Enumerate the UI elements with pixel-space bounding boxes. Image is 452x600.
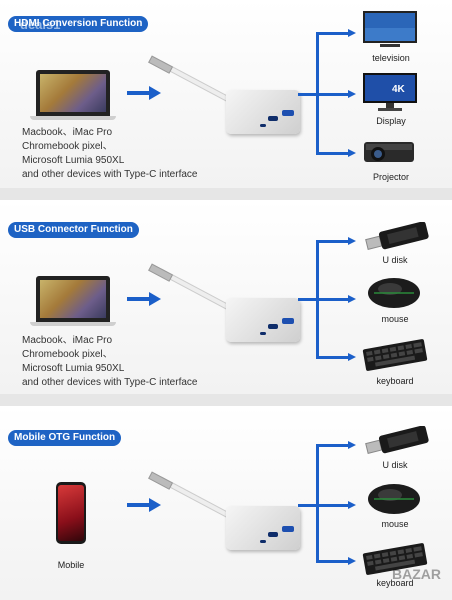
- svg-text:4K: 4K: [392, 84, 406, 95]
- usb-section: USB Connector Function Macbook、iMac Pro …: [0, 200, 452, 394]
- hdmi-section: HDMI Conversion Function deals1 Macbook、…: [0, 0, 452, 188]
- usb-c-plug: [148, 55, 174, 74]
- usb-c-plug: [148, 471, 174, 490]
- device-label-mouse: mouse: [381, 314, 409, 324]
- otg-function-badge: Mobile OTG Function: [8, 430, 122, 446]
- usb-c-hub-adapter: [226, 90, 300, 134]
- mouse-icon: [368, 484, 420, 514]
- device-label-projector: Projector: [372, 172, 409, 182]
- keyboard-icon: [362, 339, 428, 371]
- device-label-television: television: [372, 53, 410, 63]
- arrow-right-icon: [127, 86, 161, 100]
- device-label-keyboard: keyboard: [376, 376, 414, 386]
- mobile-phone-image: [56, 482, 86, 544]
- hdmi-function-badge: HDMI Conversion Function: [8, 16, 149, 32]
- device-label-display: Display: [376, 116, 406, 126]
- watermark-deals: deals1: [20, 17, 61, 32]
- usb-c-plug: [148, 263, 174, 282]
- monitor-icon: 4K: [363, 73, 417, 111]
- device-compat-text: Macbook、iMac Pro Chromebook pixel、 Micro…: [22, 335, 198, 388]
- usb-drive-icon: [365, 426, 429, 454]
- arrow-right-icon: [127, 292, 161, 306]
- mobile-label: Mobile: [57, 560, 85, 570]
- usb-drive-icon: [365, 222, 429, 250]
- mouse-icon: [368, 278, 420, 308]
- device-label-u-disk: U disk: [382, 255, 408, 265]
- projector-icon: [364, 142, 414, 162]
- keyboard-icon: [362, 543, 428, 575]
- device-label-keyboard: keyboard: [376, 578, 414, 588]
- otg-section: Mobile OTG Function Mobile U disk mouse …: [0, 406, 452, 600]
- device-label-u-disk: U disk: [382, 460, 408, 470]
- usb-c-hub-adapter: [226, 298, 300, 342]
- tv-icon: [363, 11, 417, 47]
- watermark-bazar: BAZAR: [392, 566, 441, 582]
- device-compat-text: Macbook、iMac Pro Chromebook pixel、 Micro…: [22, 127, 198, 180]
- device-label-mouse: mouse: [381, 519, 409, 529]
- arrow-right-icon: [127, 498, 161, 512]
- usb-function-badge: USB Connector Function: [8, 222, 139, 238]
- usb-c-hub-adapter: [226, 506, 300, 550]
